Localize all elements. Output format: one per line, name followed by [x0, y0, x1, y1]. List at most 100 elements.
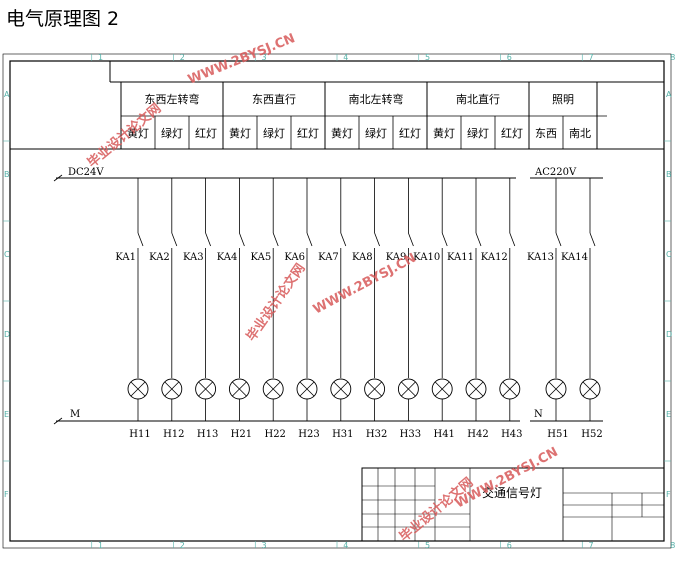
zone-col-label: 7: [589, 541, 594, 550]
zone-col-label: 4: [343, 541, 348, 550]
relay-label: KA14: [561, 252, 588, 263]
header-lamp-label: 黄灯: [229, 126, 251, 140]
zone-row-label: C: [666, 250, 672, 259]
header-lamp-label: 黄灯: [127, 126, 149, 140]
header-lamp-label: 黄灯: [331, 126, 353, 140]
lamp-label: H43: [501, 429, 522, 440]
header-table: [10, 61, 664, 150]
lamp-label: H41: [433, 429, 454, 440]
zone-col-label: 1: [98, 53, 103, 62]
header-lamp-label: 黄灯: [433, 126, 455, 140]
ac-supply-label: AC220V: [534, 167, 577, 178]
zone-col-label: 2: [180, 541, 185, 550]
zone-col-label: 1: [98, 541, 103, 550]
relay-lamp-branches: KA1H11KA2H12KA3H13KA4H21KA5H22KA6H23KA7H…: [115, 178, 603, 440]
relay-contact: [137, 232, 144, 247]
lamp-label: H21: [231, 429, 252, 440]
lamp-label: H22: [264, 429, 285, 440]
header-lamp-label: 红灯: [399, 127, 421, 140]
zone-col-label: 5: [425, 541, 430, 550]
header-lamp-label: 红灯: [501, 127, 523, 140]
watermark-cn: 毕业设计论文网: [243, 261, 308, 345]
lamp-label: H33: [400, 429, 421, 440]
relay-contact: [374, 232, 380, 247]
zone-row-label: F: [666, 490, 671, 499]
header-lamp-label: 红灯: [297, 127, 319, 140]
relay-contact: [408, 232, 414, 247]
relay-label: KA10: [413, 252, 440, 263]
lamp-label: H11: [129, 429, 150, 440]
zone-col-label: 6: [507, 541, 512, 550]
relay-contact: [509, 232, 516, 247]
relay-contact: [272, 232, 279, 247]
zone-row-label: A: [666, 90, 672, 99]
relay-label: KA13: [527, 252, 554, 263]
header-lamp-label: 绿灯: [161, 126, 183, 140]
power-rails: [53, 174, 603, 425]
zone-row-label: E: [4, 410, 9, 419]
zone-col-label: 2: [180, 53, 185, 62]
relay-label: KA3: [183, 252, 204, 263]
relay-label: KA4: [217, 252, 238, 263]
header-lamp-label: 南北: [569, 127, 591, 140]
dc-supply-label: DC24V: [68, 167, 104, 178]
header-group-label: 东西左转弯: [145, 92, 200, 106]
relay-label: KA9: [386, 252, 407, 263]
n-neutral-label: N: [534, 409, 543, 420]
zone-col-label: 7: [589, 53, 594, 62]
zone-row-label: A: [4, 90, 10, 99]
zone-col-label: 3: [262, 541, 267, 550]
zone-row-label: E: [666, 410, 671, 419]
header-lamp-label: 红灯: [195, 127, 217, 140]
relay-contact: [555, 232, 562, 247]
relay-contact: [441, 232, 448, 247]
relay-contact: [171, 232, 178, 247]
lamp-label: H13: [197, 429, 218, 440]
drawing-name: 交通信号灯: [482, 485, 542, 500]
header-lamp-label: 东西: [535, 127, 557, 140]
zone-row-label: D: [666, 330, 672, 339]
lamp-label: H52: [581, 429, 602, 440]
lamp-label: H51: [547, 429, 568, 440]
relay-label: KA7: [318, 252, 339, 263]
relay-contact: [306, 232, 313, 247]
zone-col-label: 3: [262, 53, 267, 62]
relay-label: KA11: [447, 252, 474, 263]
relay-contact: [589, 232, 596, 247]
header-lamp-label: 绿灯: [263, 126, 285, 140]
zone-col-label: 8: [670, 541, 675, 550]
watermark-cn: 毕业设计论文网: [84, 100, 164, 171]
relay-contact: [475, 232, 482, 247]
lamp-label: H23: [298, 429, 319, 440]
zone-row-label: C: [4, 250, 10, 259]
relay-label: KA12: [481, 252, 508, 263]
zone-col-label: 5: [425, 53, 430, 62]
relay-label: KA5: [251, 252, 272, 263]
header-lamp-label: 绿灯: [467, 126, 489, 140]
relay-label: KA1: [115, 252, 136, 263]
header-group-label: 南北左转弯: [349, 92, 404, 106]
lamp-label: H32: [366, 429, 387, 440]
zone-row-label: F: [4, 490, 9, 499]
relay-label: KA6: [284, 252, 305, 263]
watermark-url: WWW.2BYSJ.CN: [186, 31, 297, 88]
header-group-label: 照明: [552, 93, 574, 106]
header-group-label: 东西直行: [252, 92, 296, 106]
watermark-cn: 毕业设计论文网: [396, 474, 476, 545]
lamp-label: H31: [332, 429, 353, 440]
